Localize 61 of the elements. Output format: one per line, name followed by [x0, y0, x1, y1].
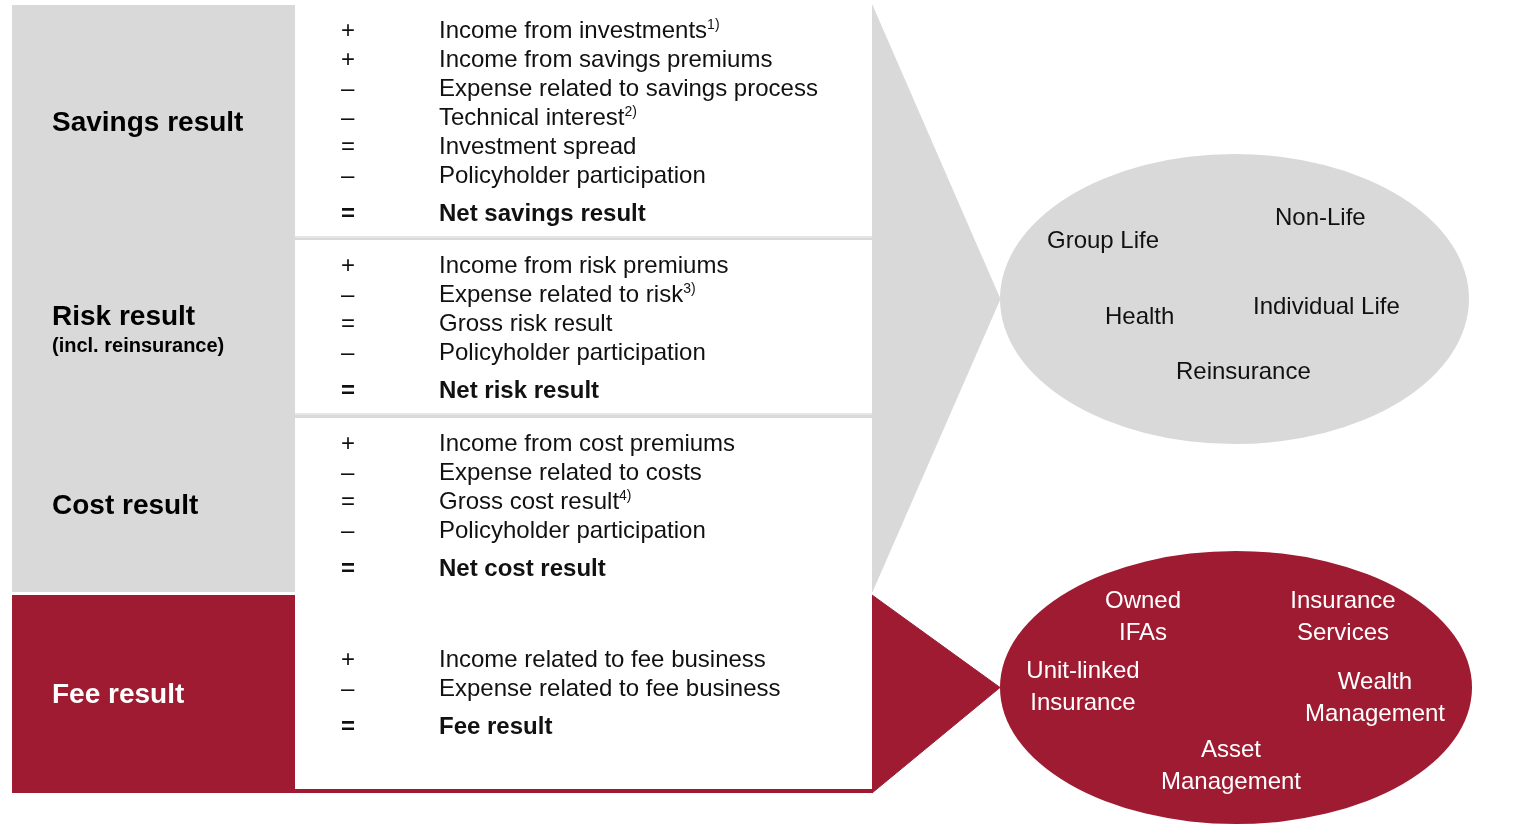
- detail-panel: [295, 5, 872, 238]
- line-item: Income from risk premiums: [439, 249, 730, 279]
- detail-panel: [295, 595, 872, 791]
- line-item: Expense related to fee business: [439, 673, 782, 702]
- operator-sign: +: [341, 644, 356, 673]
- row-title: Cost result: [52, 488, 200, 522]
- chevron-arrow: [871, 594, 1001, 794]
- operator-sign: +: [341, 14, 356, 44]
- segment-label: Individual Life: [1253, 291, 1400, 321]
- operator-sign: =: [341, 486, 356, 515]
- line-item: Income from cost premiums: [439, 428, 737, 457]
- operator-sign: +: [341, 43, 356, 73]
- segment-label: Owned IFAs: [1103, 585, 1182, 647]
- operator-sign: =: [341, 553, 356, 582]
- operator-sign: –: [341, 101, 356, 131]
- line-item: Expense related to costs: [439, 457, 703, 486]
- line-item: Income from savings premiums: [439, 43, 774, 73]
- operator-sign: +: [341, 249, 356, 279]
- row-title: Savings result: [52, 104, 245, 139]
- operator-sign: =: [341, 197, 356, 227]
- line-item: Policyholder participation: [439, 159, 707, 189]
- operator-sign: =: [341, 307, 356, 337]
- line-item: Net savings result: [439, 197, 647, 227]
- line-item: Net risk result: [439, 374, 601, 404]
- segment-label: Wealth Management: [1303, 666, 1447, 728]
- row-title: Fee result: [52, 677, 186, 711]
- operator-sign: =: [341, 374, 356, 404]
- segment-label: Health: [1105, 301, 1175, 331]
- line-item: Investment spread: [439, 130, 638, 160]
- line-item: Technical interest$^{2)}$: [439, 101, 638, 131]
- line-item: Expense related to risk$^{3)}$: [439, 278, 697, 308]
- line-item: Net cost result: [439, 553, 607, 582]
- detail-panel: [295, 240, 872, 415]
- operator-sign: –: [341, 336, 356, 366]
- operator-sign: +: [341, 428, 356, 457]
- segment-label: Reinsurance: [1176, 356, 1311, 386]
- row-subtitle: (incl. reinsurance): [52, 332, 226, 357]
- line-item: Policyholder participation: [439, 336, 707, 366]
- operator-sign: –: [341, 278, 356, 308]
- line-item: Income related to fee business: [439, 644, 767, 673]
- line-item: Expense related to savings process: [439, 72, 819, 102]
- operator-sign: –: [341, 72, 356, 102]
- segment-label: Non-Life: [1275, 202, 1366, 232]
- segment-label: Asset Management: [1159, 734, 1303, 796]
- line-item: Gross cost result$^{4)}$: [439, 486, 633, 515]
- line-item: Gross risk result: [439, 307, 614, 337]
- operator-sign: –: [341, 673, 356, 702]
- operator-sign: =: [341, 711, 356, 740]
- segment-label: Group Life: [1047, 225, 1160, 255]
- chevron-arrow: [871, 4, 1001, 593]
- line-item: Policyholder participation: [439, 515, 707, 544]
- segment-label: Insurance Services: [1289, 585, 1397, 647]
- line-item: Income from investments$^{1)}$: [439, 14, 721, 44]
- row-title: Risk result: [52, 298, 197, 333]
- operator-sign: =: [341, 130, 356, 160]
- detail-panel: [295, 418, 872, 592]
- operator-sign: –: [341, 515, 356, 544]
- operator-sign: –: [341, 159, 356, 189]
- segment-label: Unit-linked Insurance: [1025, 655, 1141, 717]
- line-item: Fee result: [439, 711, 554, 740]
- operator-sign: –: [341, 457, 356, 486]
